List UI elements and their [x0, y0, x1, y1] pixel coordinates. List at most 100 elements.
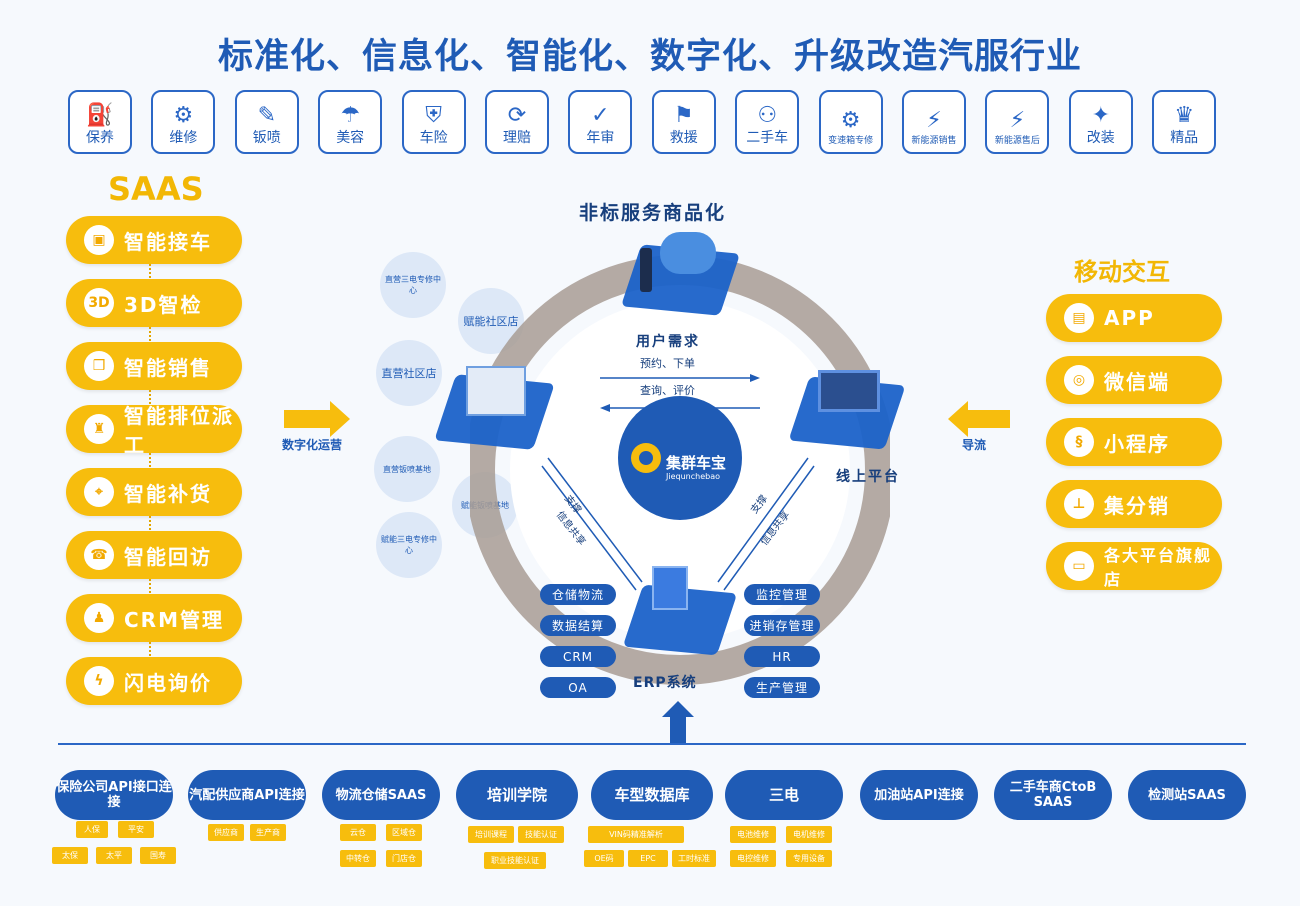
claim-icon: ⟳: [507, 103, 527, 128]
spray-gun-icon: ✎: [257, 103, 277, 128]
partner-node[interactable]: 保险公司API接口连接: [55, 770, 173, 820]
erp-left-pill: 数据结算: [540, 615, 616, 636]
partner-node[interactable]: 三电: [725, 770, 843, 820]
store-icon: ▤: [1064, 303, 1094, 333]
service-label: 精品: [1170, 130, 1199, 146]
gearbox-icon: ⚙: [840, 108, 861, 133]
store-bubble: 直营社区店: [376, 340, 442, 406]
partner-node[interactable]: 二手车商CtoB SAAS: [994, 770, 1112, 820]
partner-tag: OE码: [584, 850, 624, 867]
mobile-item-label: 微信端: [1104, 369, 1170, 394]
erp-right-pill: 生产管理: [744, 677, 820, 698]
mobile-item-label: 小程序: [1104, 431, 1170, 456]
monitor-icon: ▭: [1064, 551, 1094, 581]
flow-arrowhead-bottom: [600, 404, 610, 412]
mobile-title: 移动交互: [1074, 258, 1170, 286]
partner-node[interactable]: 物流仓储SAAS: [322, 770, 440, 820]
service-label: 救援: [669, 130, 698, 146]
partner-tag: 技能认证: [518, 826, 564, 843]
saas-item[interactable]: ♜智能排位派工: [66, 404, 242, 457]
partner-label: 车型数据库: [614, 785, 690, 804]
chain-link: [149, 453, 155, 467]
store-bubble: 赋能社区店: [458, 288, 524, 354]
right-arrow-icon: [284, 401, 350, 437]
saas-item-label: 闪电询价: [124, 670, 212, 695]
partner-label: 汽配供应商API连接: [189, 787, 305, 803]
mobile-item[interactable]: ▭ 各大平台旗舰店: [1046, 542, 1222, 590]
store-bubble: 直营钣喷基地: [374, 436, 440, 502]
service-tile-5: ⟳ 理赔: [485, 90, 549, 154]
partner-tag: 生产商: [250, 824, 286, 841]
partner-tag: 电池维修: [730, 826, 776, 843]
service-label: 新能源售后: [994, 136, 1040, 146]
partner-label: 二手车商CtoB SAAS: [1009, 780, 1097, 810]
support-line-right-2: [723, 465, 815, 591]
partner-tag: 电机维修: [786, 826, 832, 843]
reception-icon: ▣: [84, 225, 114, 255]
service-label: 维修: [169, 130, 198, 146]
partner-label: 物流仓储SAAS: [335, 787, 427, 803]
flow-top-label: 预约、下单: [640, 357, 695, 370]
saas-item-label: 智能补货: [124, 481, 212, 506]
partner-node[interactable]: 检测站SAAS: [1128, 770, 1246, 820]
saas-item[interactable]: ⌖智能补货: [66, 468, 242, 516]
mobile-item-label: APP: [1104, 306, 1155, 330]
user-icon: ♟: [84, 603, 114, 633]
erp-right-pill: HR: [744, 646, 820, 667]
flow-bottom-label: 查询、评价: [640, 384, 695, 397]
mobile-item[interactable]: ◎微信端: [1046, 356, 1222, 404]
center-sub: Jiequnchebao: [666, 472, 720, 481]
store-bubble: 赋能三电专修中心: [376, 512, 442, 578]
saas-item-label: 3D智检: [124, 292, 203, 317]
service-label: 改装: [1086, 130, 1115, 146]
partner-node[interactable]: 汽配供应商API连接: [188, 770, 306, 820]
center-logo-bg: [618, 396, 742, 520]
mobile-item[interactable]: §小程序: [1046, 418, 1222, 466]
used-car-icon: ⚇: [757, 103, 778, 128]
callback-icon: ☎: [84, 540, 114, 570]
partner-label: 保险公司API接口连接: [56, 780, 172, 810]
partner-node[interactable]: 加油站API连接: [860, 770, 978, 820]
service-tile-8: ⚇二手车: [735, 90, 800, 154]
erp-label: ERP系统: [633, 675, 697, 691]
up-arrow-icon: [662, 701, 694, 743]
mobile-item-label: 各大平台旗舰店: [1104, 546, 1213, 589]
mobile-item[interactable]: ⊥集分销: [1046, 480, 1222, 528]
left-arrow-label: 数字化运营: [282, 438, 343, 452]
partner-node[interactable]: 培训学院: [456, 770, 578, 820]
partner-label: 加油站API连接: [874, 787, 964, 803]
user-demand-label: 用户需求: [636, 334, 700, 350]
service-label: 理赔: [503, 130, 531, 146]
flow-arrowhead-top: [750, 374, 760, 382]
ev-sales-icon: ⚡: [926, 108, 942, 133]
seat-icon: ♛: [1174, 103, 1195, 128]
page-title: 标准化、信息化、智能化、数字化、升级改造汽服行业: [217, 37, 1082, 77]
inspection-badge-icon: ✓: [591, 103, 610, 128]
service-tile-10: ⚡新能源销售: [902, 90, 966, 154]
partner-node[interactable]: 车型数据库: [591, 770, 713, 820]
car-lift-icon: ⚙: [173, 103, 194, 128]
saas-item-label: CRM管理: [124, 607, 224, 632]
saas-item-label: 智能销售: [124, 355, 212, 380]
partner-tag: 区域仓: [386, 824, 422, 841]
org-chart-icon: ⊥: [1064, 489, 1094, 519]
service-tile-2: ✎钣喷: [234, 90, 299, 154]
mobile-item[interactable]: ▤ APP: [1046, 294, 1222, 342]
saas-item[interactable]: ▣智能接车: [66, 216, 242, 264]
partner-tag: 国寿: [140, 847, 176, 864]
saas-item[interactable]: ♟ CRM管理: [66, 594, 242, 642]
partner-label: 培训学院: [486, 785, 547, 804]
saas-item[interactable]: ☎智能回访: [66, 531, 242, 579]
service-tile-0: ⛽保养: [68, 90, 132, 154]
partner-tag: 太平: [96, 847, 132, 864]
erp-left-pill: 仓储物流: [540, 584, 616, 605]
saas-item[interactable]: ❒智能销售: [66, 342, 242, 390]
service-label: 美容: [336, 130, 365, 146]
service-tile-13: ♛ 精品: [1152, 90, 1217, 154]
partner-tag: 培训课程: [468, 826, 514, 843]
partner-tag: 电控维修: [730, 850, 776, 867]
service-tile-1: ⚙ 维修: [151, 90, 216, 154]
oil-can-icon: ⛽: [86, 103, 114, 128]
